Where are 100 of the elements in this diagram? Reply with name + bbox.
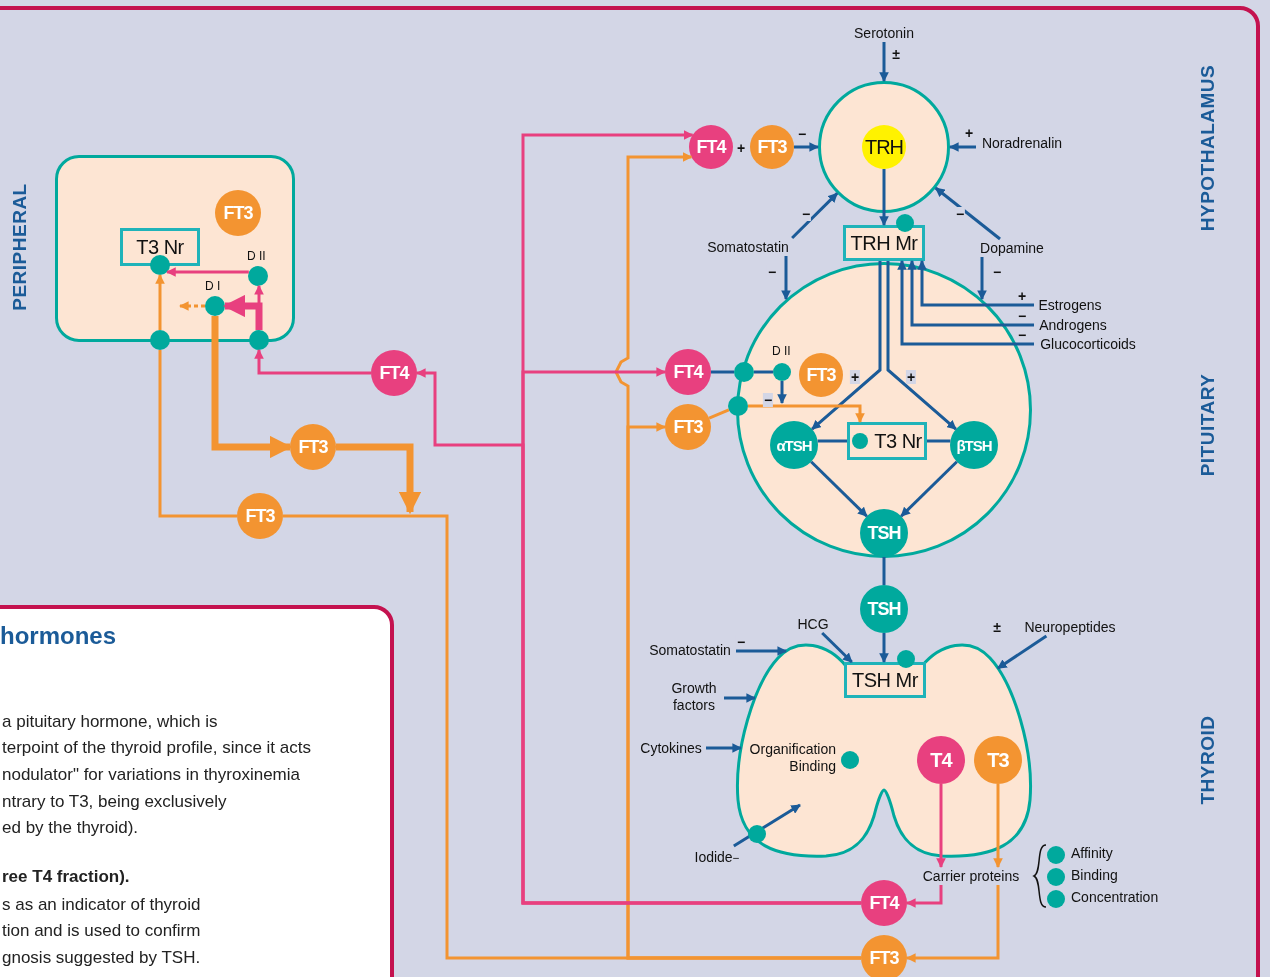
arrow bbox=[736, 646, 788, 656]
arrow bbox=[906, 885, 1000, 963]
arrow bbox=[733, 803, 801, 848]
factor-label: Somatostatin bbox=[702, 238, 794, 256]
arrow bbox=[724, 693, 756, 703]
arrow bbox=[900, 460, 958, 518]
edge-label: ± bbox=[891, 47, 901, 61]
connector-line bbox=[882, 557, 886, 585]
arrow bbox=[821, 631, 853, 664]
arrow bbox=[934, 186, 1001, 241]
arrow bbox=[211, 316, 293, 459]
paragraph-line: ntrary to T3, being exclusively bbox=[2, 792, 227, 812]
factor-label: Cytokines bbox=[636, 739, 706, 757]
hormone-circle: FT3 bbox=[215, 190, 261, 236]
edge-label: + bbox=[1016, 289, 1028, 303]
edge-label: + bbox=[905, 370, 917, 384]
arrow bbox=[906, 885, 943, 908]
paragraph-line: terpoint of the thyroid profile, since it acts bbox=[2, 738, 311, 758]
paragraph-line: ree T4 fraction). bbox=[2, 867, 130, 887]
note-text: Concentration bbox=[1071, 889, 1159, 905]
thyroid-gland-shape bbox=[736, 640, 1032, 858]
arrow bbox=[977, 257, 987, 301]
arrow bbox=[791, 192, 839, 240]
factor-label: Dopamine bbox=[975, 239, 1049, 257]
hormone-circle: FT3 bbox=[290, 424, 336, 470]
arrow bbox=[781, 256, 791, 301]
connector-line bbox=[817, 439, 847, 443]
factor-label: Growth factors bbox=[664, 679, 724, 715]
edge-label: + bbox=[849, 370, 861, 384]
connector-line bbox=[927, 439, 951, 443]
hormone-circle: FT3 bbox=[750, 125, 794, 169]
arrow bbox=[155, 274, 165, 330]
arrow bbox=[949, 142, 976, 152]
receptor-box: TRH Mr bbox=[843, 225, 925, 261]
arrow bbox=[936, 784, 946, 868]
arrow bbox=[810, 460, 868, 518]
arrow bbox=[254, 349, 371, 375]
region-label: HYPOTHALAMUS bbox=[1197, 64, 1219, 232]
arrow bbox=[166, 267, 249, 277]
paragraph-line: a pituitary hormone, which is bbox=[2, 712, 218, 732]
process-label: Organification Binding bbox=[748, 741, 836, 775]
factor-label: Somatostatin bbox=[644, 641, 736, 659]
region-label: PITUITARY bbox=[1197, 373, 1219, 477]
paragraph-line: nodulator" for variations in thyroxinemia bbox=[2, 765, 300, 785]
factor-label: Androgens bbox=[1034, 316, 1112, 334]
hormone-circle: FT4 bbox=[665, 349, 711, 395]
arrow bbox=[907, 260, 1034, 327]
arrow bbox=[706, 743, 742, 753]
arrow bbox=[917, 260, 1034, 307]
paragraph-line: tion and is used to confirm bbox=[2, 921, 201, 941]
paragraph-line: ed by the thyroid). bbox=[2, 818, 139, 838]
enzyme-label: D I bbox=[205, 279, 221, 293]
arrow bbox=[879, 169, 889, 226]
connector-line bbox=[711, 370, 734, 374]
region-label: PERIPHERAL bbox=[9, 183, 31, 311]
arrow bbox=[614, 152, 861, 960]
factor-label: Serotonin bbox=[848, 24, 920, 42]
connector-line bbox=[708, 408, 730, 420]
arrow bbox=[879, 42, 889, 82]
edge-label: ± bbox=[992, 620, 1002, 634]
factor-label: Noradrenalin bbox=[976, 134, 1068, 152]
hormone-circle: TSH bbox=[860, 585, 908, 633]
arrow bbox=[886, 261, 957, 431]
arrow bbox=[794, 142, 819, 152]
receptor-box: TSH Mr bbox=[844, 662, 926, 698]
arrow bbox=[897, 260, 1034, 346]
arrow bbox=[179, 301, 205, 311]
region-label: THYROID bbox=[1197, 715, 1219, 805]
arrow bbox=[993, 784, 1003, 868]
site-dot bbox=[734, 362, 754, 382]
arrow bbox=[811, 261, 882, 431]
edge-label: + bbox=[963, 126, 975, 140]
panel-heading: hormones bbox=[0, 622, 116, 650]
enzyme-label: D II bbox=[247, 249, 266, 263]
gland-circle bbox=[736, 262, 1032, 558]
hormone-circle: FT4 bbox=[861, 880, 907, 926]
gland-circle bbox=[818, 81, 950, 213]
connector-line bbox=[158, 350, 237, 518]
hormone-circle: FT3 bbox=[237, 493, 283, 539]
note-text: Binding bbox=[1071, 867, 1118, 883]
connector-line bbox=[754, 370, 773, 374]
sign-label: + bbox=[736, 140, 746, 156]
note-text: Affinity bbox=[1071, 845, 1113, 861]
factor-label: Estrogens bbox=[1034, 296, 1106, 314]
hormone-circle: FT3 bbox=[665, 404, 711, 450]
hormone-circle: FT4 bbox=[371, 350, 417, 396]
site-dot bbox=[728, 396, 748, 416]
arrow bbox=[748, 404, 865, 423]
arrow bbox=[997, 634, 1048, 670]
hormone-circle: FT3 bbox=[861, 935, 907, 977]
site-dot bbox=[249, 330, 269, 350]
receptor-box: T3 Nr bbox=[120, 228, 200, 266]
arrow bbox=[416, 368, 861, 905]
enzyme-label: D II bbox=[772, 344, 791, 358]
arrow bbox=[879, 633, 889, 663]
edge-label: − bbox=[762, 393, 774, 407]
factor-label: Glucocorticoids bbox=[1034, 335, 1142, 353]
paragraph-line: gnosis suggested by TSH. bbox=[2, 948, 201, 968]
factor-label: HCG bbox=[794, 615, 832, 633]
arrow bbox=[222, 294, 263, 330]
